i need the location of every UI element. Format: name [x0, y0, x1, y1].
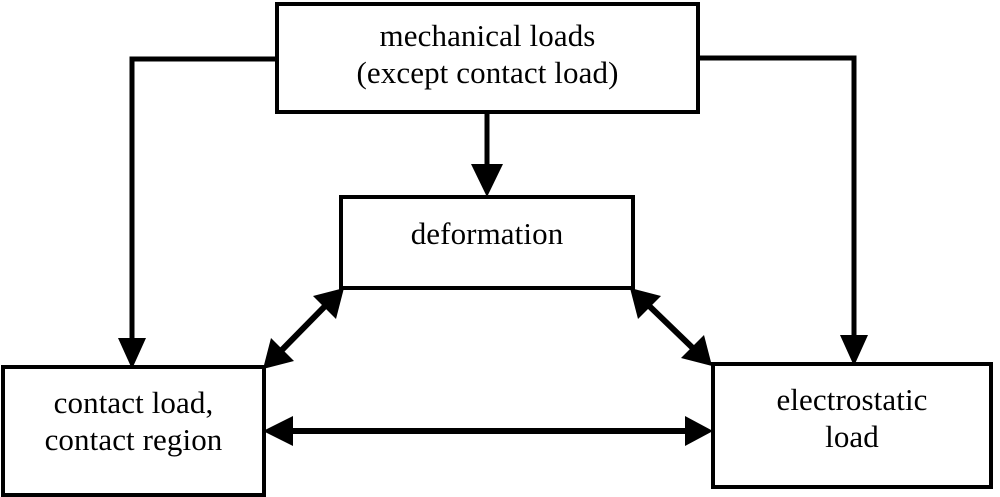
arrowhead-to-deformation-left: [313, 288, 344, 319]
node-deformation-line-1: deformation: [410, 216, 564, 252]
arrowhead-to-contact: [263, 338, 294, 369]
edge-deformation-electrostatic: [630, 288, 712, 366]
arrowhead-left-contact: [263, 416, 293, 446]
node-contact-load-region[interactable]: contact load, contact region: [1, 365, 266, 497]
arrowhead-down-electrostatic: [840, 335, 868, 366]
node-electrostatic-line-2: load: [825, 418, 879, 454]
edge-mechanical-to-contact: [118, 56, 277, 369]
edge-mechanical-to-electrostatic: [698, 55, 868, 366]
node-mechanical-loads-line-1: mechanical loads: [379, 18, 596, 54]
edge-mechanical-to-deformation: [471, 112, 503, 197]
edge-contact-electrostatic: [263, 416, 713, 446]
edge-deformation-contact: [263, 288, 344, 369]
node-mechanical-loads-line-2: (except contact load): [356, 55, 619, 90]
node-mechanical-loads[interactable]: mechanical loads (except contact load): [275, 2, 700, 114]
arrowhead-right-electrostatic: [685, 416, 713, 446]
node-electrostatic-line-1: electrostatic: [776, 381, 928, 417]
node-deformation[interactable]: deformation: [339, 195, 635, 290]
node-electrostatic-load[interactable]: electrostatic load: [711, 362, 993, 489]
node-contact-line-2: contact region: [44, 422, 223, 457]
node-contact-line-1: contact load,: [53, 385, 214, 421]
arrowhead-down-contact: [118, 338, 146, 369]
arrowhead-down-deformation: [471, 164, 503, 197]
arrowhead-to-electrostatic: [681, 335, 712, 366]
arrowhead-to-deformation-right: [630, 288, 661, 319]
